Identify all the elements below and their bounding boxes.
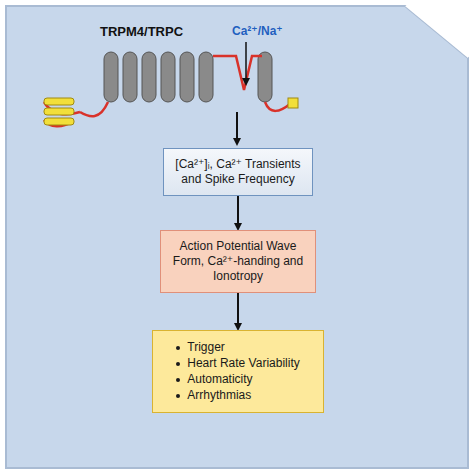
effect-box: [Ca²⁺]ᵢ, Ca²⁺ Transients and Spike Frequ… bbox=[163, 148, 313, 196]
bullet-text: Heart Rate Variability bbox=[187, 356, 300, 371]
bullet-row: Arrhythmias bbox=[176, 388, 300, 403]
loops bbox=[44, 56, 290, 126]
bullet-dot bbox=[176, 394, 180, 398]
outcome-box: TriggerHeart Rate VariabilityAutomaticit… bbox=[152, 330, 324, 413]
domains bbox=[44, 98, 298, 125]
bullet-row: Trigger bbox=[176, 340, 300, 355]
bullet-row: Automaticity bbox=[176, 372, 300, 387]
ion-label: Ca²⁺/Na⁺ bbox=[232, 24, 283, 38]
box-text: [Ca²⁺]ᵢ, Ca²⁺ Transients and Spike Frequ… bbox=[172, 157, 304, 187]
bullet-text: Arrhythmias bbox=[187, 388, 251, 403]
bullet-list: TriggerHeart Rate VariabilityAutomaticit… bbox=[176, 339, 300, 404]
corner-cut bbox=[405, 6, 468, 58]
flow-arrow bbox=[237, 293, 239, 329]
bullet-dot bbox=[176, 378, 180, 382]
channel-title: TRPM4/TRPC bbox=[100, 24, 183, 39]
box-text: Action Potential Wave Form, Ca²⁺-handing… bbox=[169, 239, 307, 284]
bullet-dot bbox=[176, 346, 180, 350]
panel-shape bbox=[6, 6, 468, 468]
effect-box: Action Potential Wave Form, Ca²⁺-handing… bbox=[160, 230, 316, 293]
helices bbox=[104, 52, 272, 102]
bullet-text: Automaticity bbox=[187, 372, 252, 387]
ion-flow-arrow bbox=[245, 42, 247, 84]
bullet-row: Heart Rate Variability bbox=[176, 356, 300, 371]
channel-arrow bbox=[236, 112, 238, 144]
bullet-text: Trigger bbox=[187, 340, 225, 355]
bullet-dot bbox=[176, 362, 180, 366]
flow-arrow bbox=[237, 196, 239, 229]
